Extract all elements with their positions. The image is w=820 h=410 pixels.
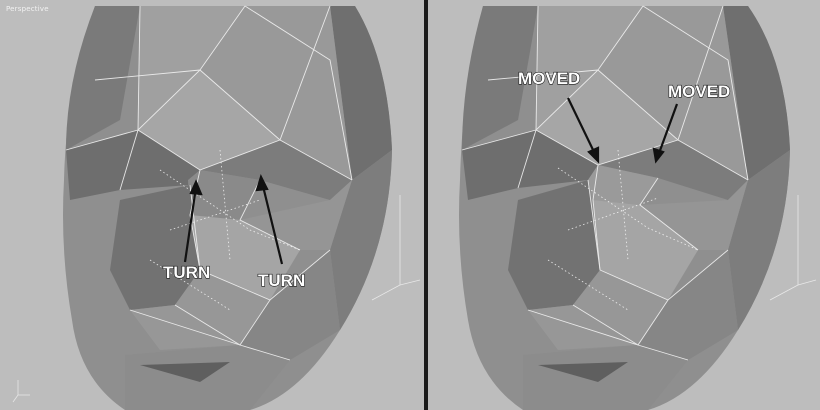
turn-label-2: TURN <box>258 271 305 290</box>
viewport-label[interactable]: Perspective <box>6 5 49 13</box>
turn-label-1: TURN <box>163 263 210 282</box>
perspective-viewport-left[interactable]: TURN TURN Perspective <box>0 0 424 410</box>
moved-label-2: MOVED <box>668 82 730 101</box>
moved-label-1: MOVED <box>518 69 580 88</box>
perspective-viewport-right[interactable]: MOVED MOVED <box>428 0 820 410</box>
head-mesh-left: TURN TURN <box>0 0 424 410</box>
head-mesh-right: MOVED MOVED <box>428 0 820 410</box>
